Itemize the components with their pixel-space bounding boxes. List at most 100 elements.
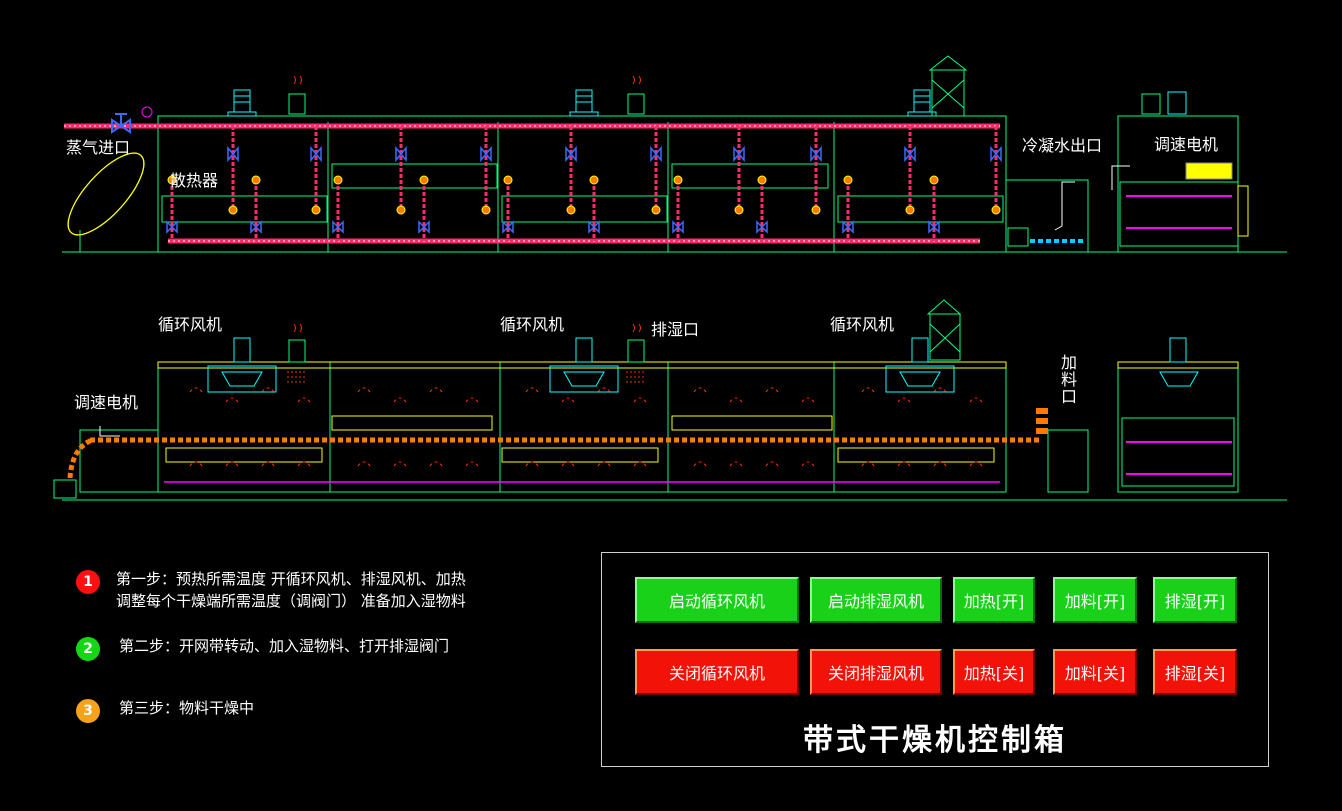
valve-icon <box>166 220 178 234</box>
dehumidify-off-button[interactable]: 排湿[关] <box>1153 649 1237 695</box>
lower-details <box>165 387 995 467</box>
label-fan-1: 循环风机 <box>158 315 223 334</box>
roller-rack <box>501 447 659 463</box>
radiator-node <box>566 205 576 215</box>
fan-motor <box>1169 337 1187 363</box>
fan-motor <box>233 89 251 113</box>
heat-flow <box>765 461 779 467</box>
fans-top <box>227 75 1187 117</box>
step-2-badge: 2 <box>76 637 100 661</box>
radiator-node <box>167 175 177 185</box>
label-condensate-outlet: 冷凝水出口 <box>1022 136 1103 155</box>
impeller <box>563 371 605 387</box>
stop-exhaust-fan-button[interactable]: 关闭排湿风机 <box>810 649 942 695</box>
dryer-schematic <box>53 55 1287 501</box>
upper-elevation <box>62 115 1287 253</box>
radiator-node <box>333 175 343 185</box>
exhaust-fan <box>288 339 306 363</box>
step-3-badge: 3 <box>76 699 100 723</box>
fan-motor <box>575 337 593 363</box>
fan-housing <box>885 365 955 393</box>
heat-flow <box>801 461 815 467</box>
heat-flow <box>465 461 479 467</box>
heat-flow <box>357 387 371 393</box>
heat-flow <box>933 461 947 467</box>
valve-icon <box>395 145 407 163</box>
label-speed-motor-top: 调速电机 <box>1154 135 1219 154</box>
feed-hopper <box>1036 408 1048 434</box>
heat-flow <box>465 397 479 403</box>
fan-motor <box>913 89 931 113</box>
heat-flow <box>969 397 983 403</box>
heat-flow <box>225 461 239 467</box>
fan-motor <box>575 89 593 113</box>
heat-flow <box>897 461 911 467</box>
exhaust-fan <box>627 93 645 115</box>
stop-circulation-fan-button[interactable]: 关闭循环风机 <box>635 649 799 695</box>
leader-condensate <box>1054 181 1075 231</box>
heat-flow <box>597 387 611 393</box>
radiator-box <box>161 195 328 223</box>
heat-flow <box>261 387 275 393</box>
heat-flow <box>861 387 875 393</box>
heat-flow <box>297 461 311 467</box>
control-panel: 启动循环风机 启动排湿风机 加热[开] 加料[开] 排湿[开] 关闭循环风机 关… <box>601 552 1269 767</box>
exhaust-fan <box>288 93 306 115</box>
heating-off-button[interactable]: 加热[关] <box>953 649 1035 695</box>
valves-top <box>166 145 1002 234</box>
label-steam-inlet: 蒸气进口 <box>66 138 131 157</box>
radiator-node <box>673 175 683 185</box>
heat-flow <box>393 461 407 467</box>
feed-off-button[interactable]: 加料[关] <box>1053 649 1137 695</box>
radiator-node <box>757 175 767 185</box>
valve-icon <box>904 145 916 163</box>
heat-flow <box>525 461 539 467</box>
label-exhaust-port: 排湿口 <box>651 320 700 339</box>
heat-flow <box>561 397 575 403</box>
fan-housing <box>207 365 277 393</box>
heat-flow <box>693 387 707 393</box>
heat-flow <box>429 387 443 393</box>
step-1-line-1: 第一步：预热所需温度 开循环风机、排湿风机、加热 <box>116 570 466 588</box>
exhaust-chimney-top <box>928 55 968 117</box>
radiator-node <box>481 205 491 215</box>
fan-motor <box>233 337 251 363</box>
feed-on-button[interactable]: 加料[开] <box>1053 577 1137 623</box>
start-exhaust-fan-button[interactable]: 启动排湿风机 <box>810 577 942 623</box>
radiator-node <box>651 205 661 215</box>
heat-flow <box>693 461 707 467</box>
valve-icon <box>842 220 854 234</box>
exhaust-fan <box>627 339 645 363</box>
radiator-node <box>396 205 406 215</box>
radiator-node <box>589 175 599 185</box>
vertical-pipes <box>170 126 998 241</box>
heat-flow <box>729 397 743 403</box>
label-fan-2: 循环风机 <box>500 315 565 334</box>
heat-flow <box>297 397 311 403</box>
lower-elevation <box>53 361 1287 501</box>
heat-flow <box>225 397 239 403</box>
heat-flow <box>861 461 875 467</box>
step-2-line-1: 第二步：开网带转动、加入湿物料、打开排湿阀门 <box>119 637 450 655</box>
belt-top-rollers <box>1126 195 1232 229</box>
radiator-node <box>811 205 821 215</box>
valve-icon <box>756 220 768 234</box>
start-circulation-fan-button[interactable]: 启动循环风机 <box>635 577 799 623</box>
radiator-node <box>991 205 1001 215</box>
valve-icon <box>250 220 262 234</box>
label-radiator: 散热器 <box>170 171 219 190</box>
radiator-node <box>929 175 939 185</box>
dehumidify-on-button[interactable]: 排湿[开] <box>1153 577 1237 623</box>
valve-icon <box>810 145 822 163</box>
heat-flow <box>429 461 443 467</box>
valve-icon <box>227 145 239 163</box>
valve-icon <box>672 220 684 234</box>
radiator-node <box>228 205 238 215</box>
label-speed-motor-bottom: 调速电机 <box>74 393 139 412</box>
heat-flow <box>189 387 203 393</box>
valve-icon <box>650 145 662 163</box>
valve-icon <box>310 145 322 163</box>
roller-rack <box>165 447 323 463</box>
heating-on-button[interactable]: 加热[开] <box>953 577 1035 623</box>
heat-flow <box>633 397 647 403</box>
